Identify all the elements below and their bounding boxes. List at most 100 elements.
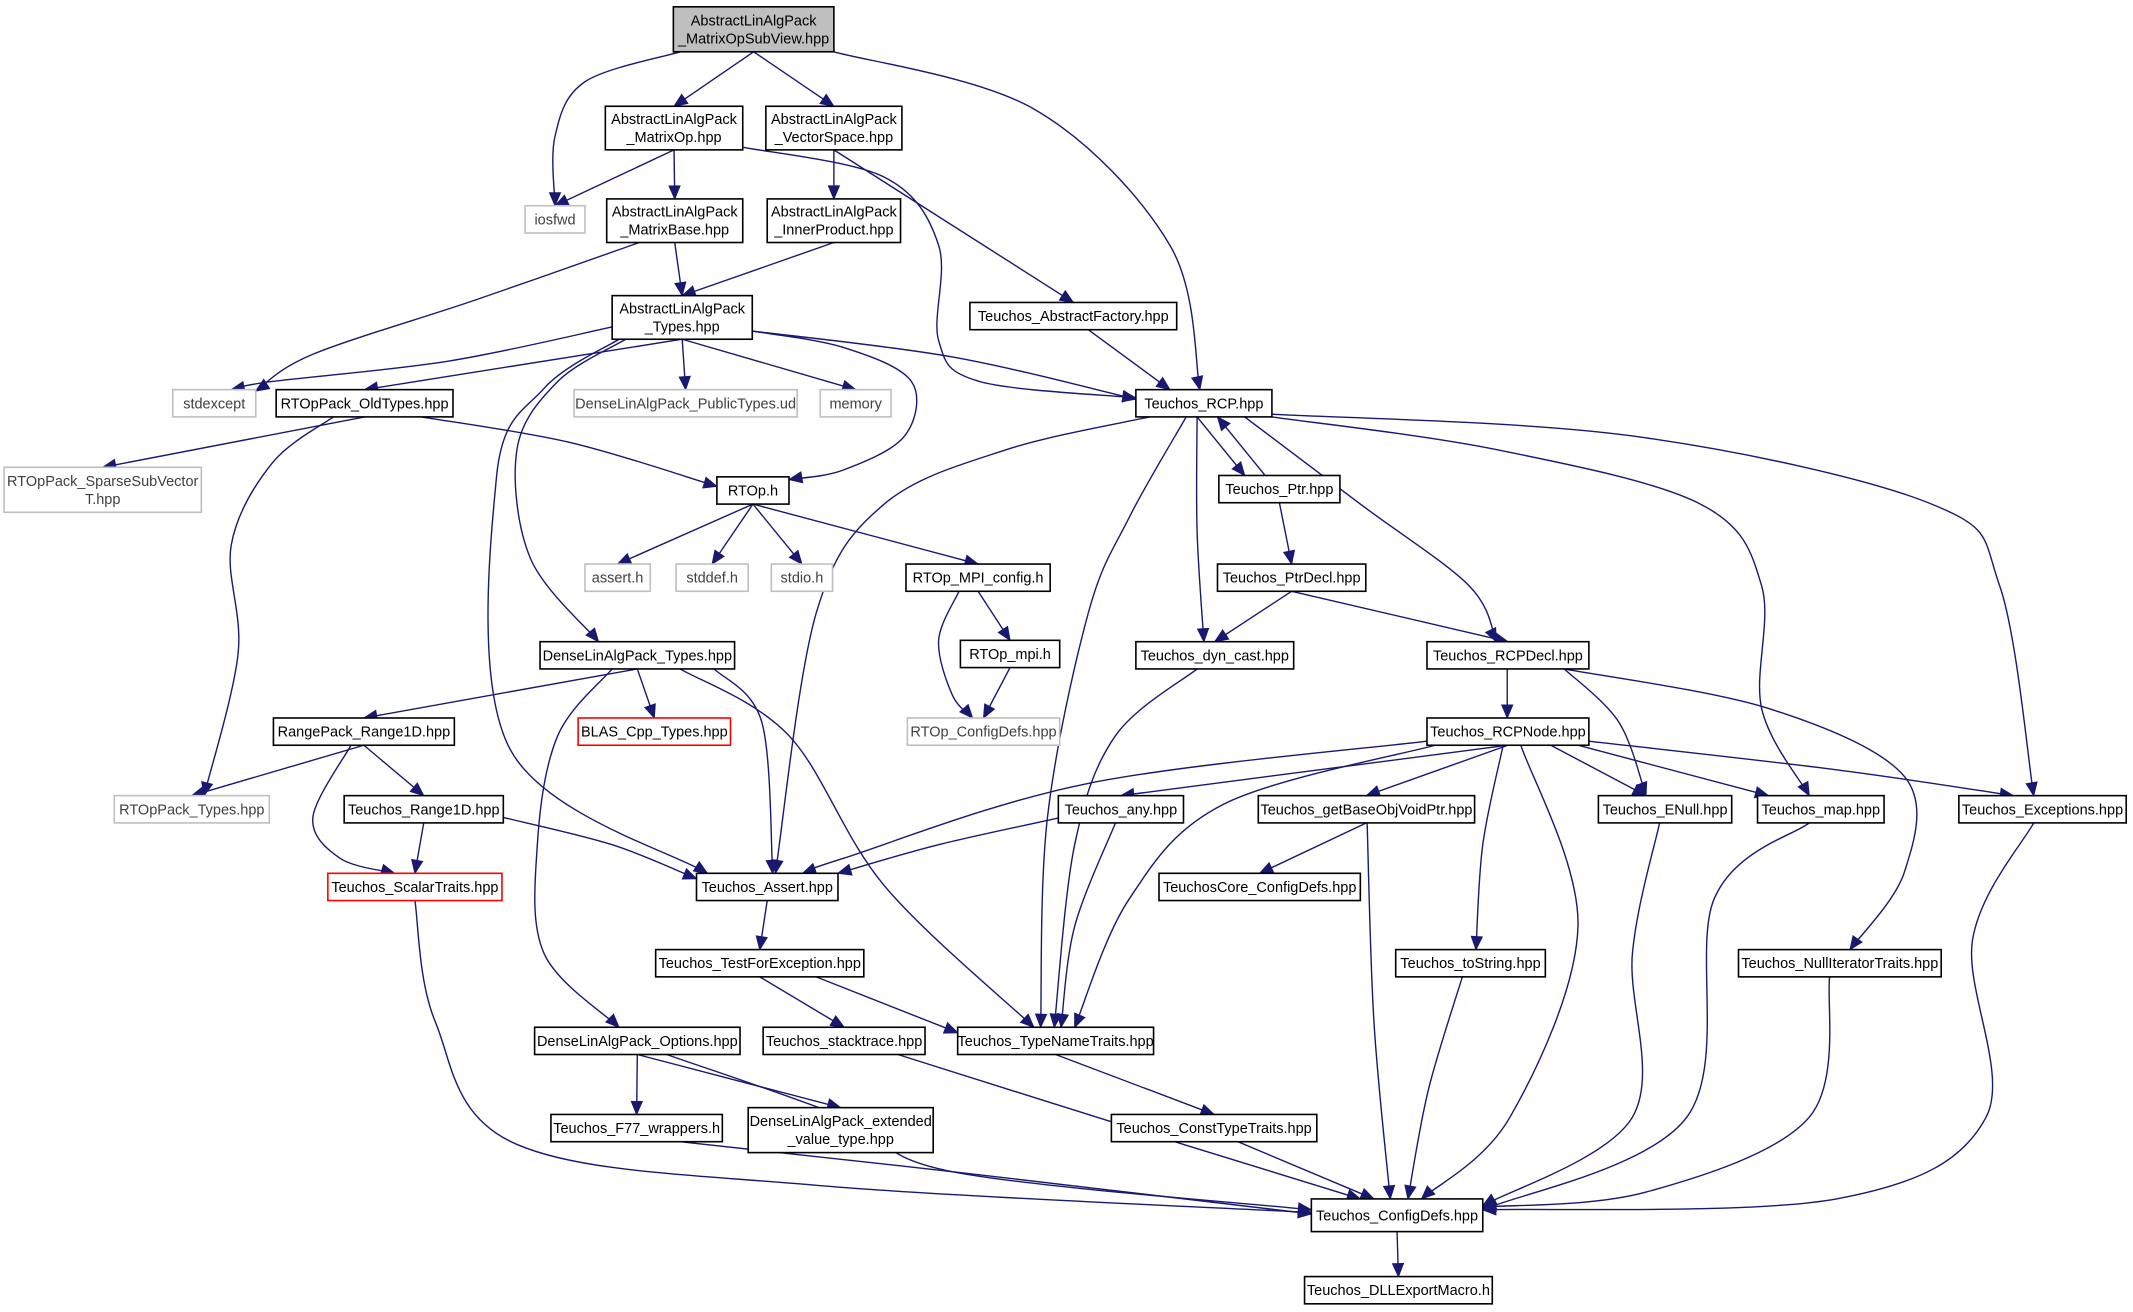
node-scalartraits[interactable]: Teuchos_ScalarTraits.hpp [327, 872, 503, 902]
node-dlaoptions[interactable]: DenseLinAlgPack_Options.hpp [533, 1026, 741, 1056]
node-label: _MatrixOpSubView.hpp [677, 31, 829, 47]
edge-ptrdecl-to-rcpdecl [1291, 590, 1510, 645]
arrowhead-icon [411, 858, 424, 875]
arrowhead-icon [711, 549, 725, 566]
edge-line [1039, 416, 1187, 1028]
node-rtoph[interactable]: RTOp.h [716, 476, 790, 505]
edge-line [534, 668, 620, 1028]
edge-ptr-to-rcp [1216, 415, 1266, 476]
node-label: Teuchos_Assert.hpp [702, 880, 833, 896]
edge-rtoph-to-stddefh [711, 503, 754, 566]
node-box [969, 301, 1178, 331]
node-consttypetraits[interactable]: Teuchos_ConstTypeTraits.hpp [1110, 1113, 1318, 1143]
node-dllexport[interactable]: Teuchos_DLLExportMacro.h [1303, 1275, 1494, 1305]
edge-line [815, 976, 958, 1034]
edge-matrixop-to-iosfwd [553, 149, 675, 207]
edge-ptr-to-ptrdecl [1278, 502, 1296, 566]
node-root[interactable]: AbstractLinAlgPack _MatrixOpSubView.hpp [672, 6, 835, 53]
edge-line [1482, 976, 1831, 1208]
node-matrixop[interactable]: AbstractLinAlgPack_MatrixOp.hpp [604, 105, 744, 151]
edge-line [1482, 822, 2035, 1211]
edge-line [1237, 1141, 1375, 1200]
edge-matrixbase-to-alptypes [674, 242, 687, 297]
arrowhead-icon [829, 1014, 846, 1028]
node-rcp[interactable]: Teuchos_RCP.hpp [1135, 388, 1273, 418]
node-ptrdecl[interactable]: Teuchos_PtrDecl.hpp [1216, 563, 1367, 593]
node-label: Teuchos_DLLExportMacro.h [1307, 1283, 1490, 1299]
arrowhead-icon [702, 476, 719, 489]
node-label: RTOp.h [728, 483, 778, 499]
arrowhead-icon [1297, 1206, 1313, 1219]
node-box [905, 563, 1051, 593]
arrowhead-icon [1155, 376, 1171, 391]
node-box [1158, 872, 1362, 902]
node-rtoppacktypes: RTOpPack_Types.hpp [113, 794, 271, 824]
node-memory: memory [819, 388, 892, 418]
edge-line [1214, 590, 1293, 643]
edge-matrixop-to-rcp [742, 146, 1138, 403]
edge-testforexception-to-typenametraits [815, 976, 959, 1034]
node-abstractfactory[interactable]: Teuchos_AbstractFactory.hpp [969, 301, 1178, 331]
edge-line [487, 338, 708, 874]
node-label: Teuchos_ENull.hpp [1603, 802, 1728, 818]
edge-line [1577, 744, 1769, 797]
node-label: DenseLinAlgPack_PublicTypes.ud [575, 396, 796, 412]
node-blascpp[interactable]: BLAS_Cpp_Types.hpp [577, 717, 732, 747]
node-rcpdecl[interactable]: Teuchos_RCPDecl.hpp [1426, 640, 1590, 670]
arrowhead-icon [1199, 1103, 1216, 1116]
node-configdefs[interactable]: Teuchos_ConfigDefs.hpp [1310, 1198, 1484, 1233]
node-typenametraits[interactable]: Teuchos_TypeNameTraits.hpp [956, 1026, 1155, 1056]
edge-matrixbase-to-stdexcept [254, 241, 640, 392]
edge-line [752, 330, 918, 481]
edge-dyncast-to-typenametraits [1049, 668, 1198, 1029]
node-tostring[interactable]: Teuchos_toString.hpp [1394, 948, 1547, 978]
node-range1d[interactable]: Teuchos_Range1D.hpp [343, 794, 505, 824]
node-alptypes[interactable]: AbstractLinAlgPack_Types.hpp [611, 294, 754, 341]
node-matrixbase[interactable]: AbstractLinAlgPack_MatrixBase.hpp [605, 198, 744, 244]
node-mpiconfig[interactable]: RTOp_MPI_config.h [905, 563, 1051, 593]
node-extendedvalue[interactable]: DenseLinAlgPack_extended_value_type.hpp [747, 1106, 934, 1154]
node-rangepack[interactable]: RangePack_Range1D.hpp [272, 717, 456, 747]
edge-alptypes-to-memory [682, 338, 857, 392]
edge-dlatypes-to-dlaoptions [534, 668, 620, 1029]
node-rcpnode[interactable]: Teuchos_RCPNode.hpp [1426, 717, 1590, 747]
node-label: _InnerProduct.hpp [773, 223, 893, 239]
node-stacktrace[interactable]: Teuchos_stacktrace.hpp [762, 1026, 926, 1056]
node-coreconfigdefs[interactable]: TeuchosCore_ConfigDefs.hpp [1158, 872, 1362, 902]
node-f77wrappers[interactable]: Teuchos_F77_wrappers.h [550, 1113, 724, 1143]
edge-dlaoptions-to-extendedvalue [637, 1053, 842, 1111]
node-testforexception[interactable]: Teuchos_TestForException.hpp [654, 948, 865, 978]
node-nulliterator[interactable]: Teuchos_NullIteratorTraits.hpp [1737, 948, 1942, 978]
node-enull[interactable]: Teuchos_ENull.hpp [1597, 794, 1733, 824]
edge-rcp-to-typenametraits [1034, 416, 1187, 1029]
arrowhead-icon [1121, 390, 1138, 403]
node-innerproduct[interactable]: AbstractLinAlgPack_InnerProduct.hpp [766, 198, 902, 244]
node-assert[interactable]: Teuchos_Assert.hpp [695, 872, 839, 902]
node-rtopmpi[interactable]: RTOp_mpi.h [959, 639, 1061, 669]
node-oldtypes[interactable]: RTOpPack_OldTypes.hpp [275, 388, 454, 418]
arrowhead-icon [1196, 627, 1210, 643]
node-vectorspace[interactable]: AbstractLinAlgPack_VectorSpace.hpp [765, 105, 903, 151]
edge-mpiconfig-to-rtopmpi [977, 590, 1011, 642]
node-dlatypes[interactable]: DenseLinAlgPack_Types.hpp [539, 640, 736, 670]
node-box [716, 476, 790, 505]
node-dyncast[interactable]: Teuchos_dyn_cast.hpp [1135, 640, 1295, 670]
edge-line [1259, 822, 1367, 874]
edge-line [833, 51, 1201, 390]
node-exceptions[interactable]: Teuchos_Exceptions.hpp [1958, 794, 2127, 824]
edge-range1d-to-scalartraits [411, 822, 425, 875]
arrowhead-icon [630, 1100, 644, 1116]
node-label: Teuchos_AbstractFactory.hpp [978, 309, 1169, 325]
edge-dlatypes-to-typenametraits [679, 668, 1035, 1029]
arrowhead-icon [788, 549, 803, 566]
node-getbaseobj[interactable]: Teuchos_getBaseObjVoidPtr.hpp [1257, 794, 1476, 824]
node-box [675, 563, 749, 593]
node-label: AbstractLinAlgPack [691, 13, 817, 29]
node-map[interactable]: Teuchos_map.hpp [1756, 794, 1885, 824]
edge-getbaseobj-to-configdefs [1366, 822, 1396, 1201]
node-label: RTOp_mpi.h [969, 647, 1051, 663]
node-box [1426, 717, 1590, 747]
node-any[interactable]: Teuchos_any.hpp [1057, 794, 1185, 824]
node-ptr[interactable]: Teuchos_Ptr.hpp [1218, 474, 1341, 504]
node-label: Teuchos_stacktrace.hpp [766, 1034, 922, 1050]
